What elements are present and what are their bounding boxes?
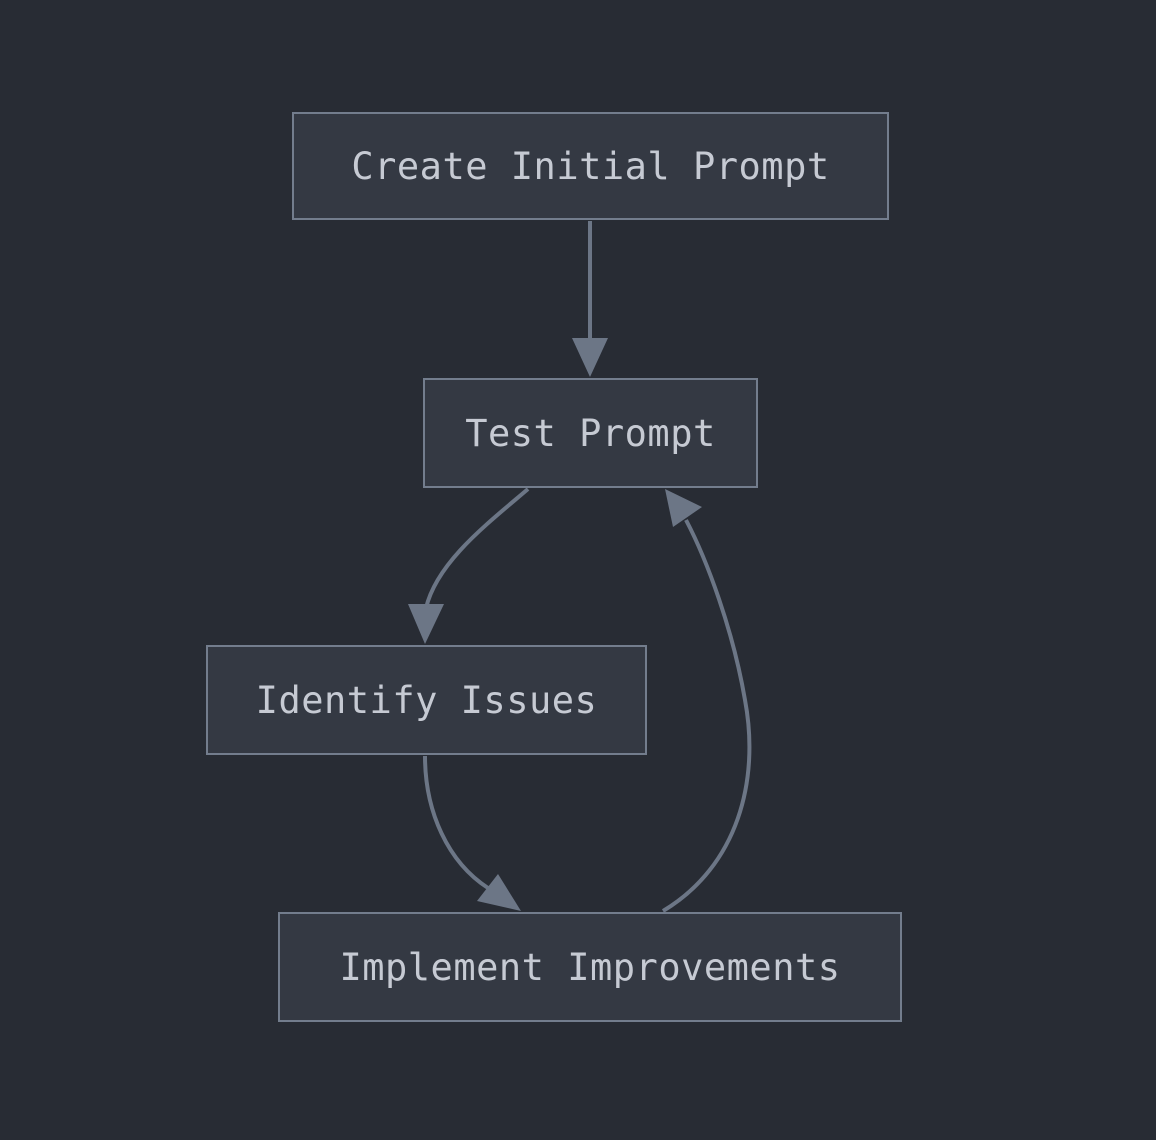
node-create-initial-prompt[interactable]: Create Initial Prompt <box>292 112 889 220</box>
arrowhead-test-to-identify <box>408 604 444 644</box>
arrowhead-identify-to-implement <box>477 874 521 911</box>
edge-implement-to-test <box>661 489 752 913</box>
arrowhead-implement-to-test <box>665 489 702 527</box>
node-test-prompt[interactable]: Test Prompt <box>423 378 758 488</box>
node-implement-improvements[interactable]: Implement Improvements <box>278 912 902 1022</box>
node-label-test-prompt: Test Prompt <box>465 411 716 455</box>
edge-identify-to-implement <box>423 755 521 911</box>
node-label-create-initial-prompt: Create Initial Prompt <box>351 144 830 188</box>
edge-test-to-identify <box>408 487 530 644</box>
arrowhead-create-to-test <box>572 338 608 377</box>
node-label-implement-improvements: Implement Improvements <box>339 945 841 989</box>
node-label-identify-issues: Identify Issues <box>255 678 598 722</box>
node-identify-issues[interactable]: Identify Issues <box>206 645 647 755</box>
edge-create-to-test <box>572 221 608 377</box>
